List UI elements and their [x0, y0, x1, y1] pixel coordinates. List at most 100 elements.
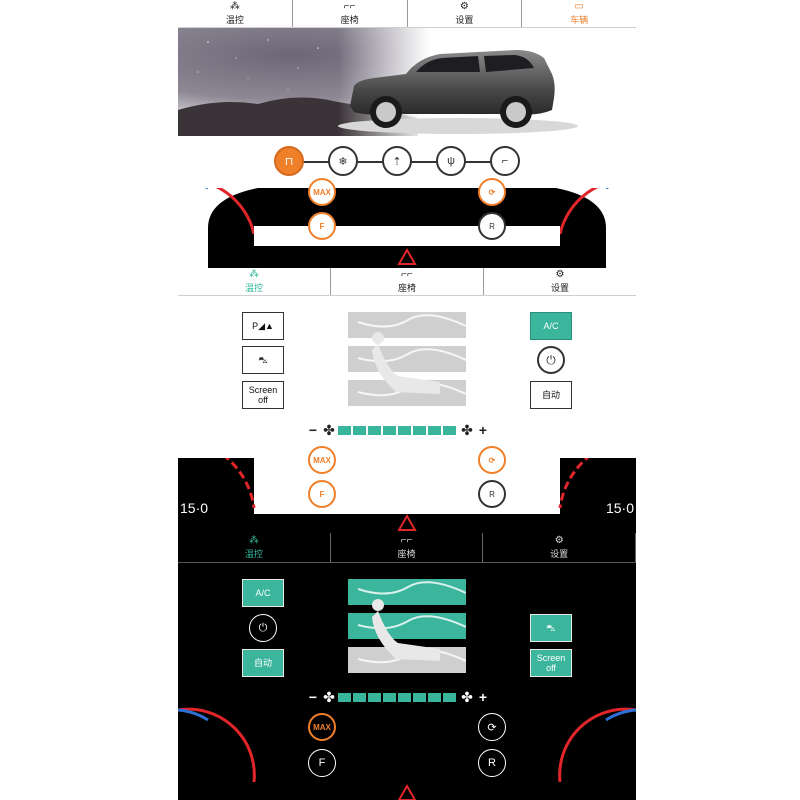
climate-strip [178, 188, 636, 268]
fan-segment[interactable] [398, 692, 411, 702]
fan-segment[interactable] [413, 425, 426, 435]
climate-panel-dark: ⁂ 温控 ⌐⌐ 座椅 ⚙ 设置 A/C ⏻ 自动 ⛍ Screen off [178, 533, 636, 800]
fan-segment[interactable] [353, 425, 366, 435]
fan-segment[interactable] [398, 425, 411, 435]
fan-segment[interactable] [428, 425, 441, 435]
fan-increase-button[interactable]: + [478, 422, 488, 438]
settings-icon: ⚙ [555, 268, 565, 280]
recirculation-button[interactable]: ⟳ [478, 178, 506, 206]
rear-defrost-button[interactable]: R [478, 749, 506, 777]
climate-icon: ⁂ [249, 268, 259, 280]
fan-low-icon: ✤ [323, 688, 335, 705]
screen-off-button[interactable]: Screen off [242, 381, 284, 409]
rear-defrost-button[interactable]: R [478, 480, 506, 508]
fan-segment[interactable] [338, 425, 351, 435]
vehicle-button[interactable]: ⛍ [242, 346, 284, 374]
fan-segment[interactable] [338, 692, 351, 702]
parking-sensor-icon: ◢▲ [258, 321, 274, 331]
tab-climate[interactable]: ⁂ 温控 [178, 533, 331, 562]
fan-speed-control: − ✤ ✤ + [306, 421, 516, 439]
fan-decrease-button[interactable]: − [308, 689, 318, 705]
seat-icon: ⌐⌐ [400, 534, 413, 546]
power-icon: ⏻ [546, 352, 556, 367]
tab-seat[interactable]: ⌐⌐ 座椅 [331, 533, 484, 562]
fan-segment[interactable] [353, 692, 366, 702]
fan-decrease-button[interactable]: − [308, 422, 318, 438]
seat-heat-cool-icon[interactable]: ❄ [328, 146, 358, 176]
auto-button[interactable]: 自动 [530, 381, 572, 409]
max-label: MAX [313, 187, 331, 197]
rear-defrost-label: R [489, 221, 495, 231]
screen-off-button[interactable]: Screen off [530, 649, 572, 677]
recirculation-button[interactable]: ⟳ [478, 713, 506, 741]
screen-off-label: Screen off [536, 653, 566, 673]
front-defrost-label: F [318, 757, 326, 769]
tab-vehicle[interactable]: ▭ 车辆 [522, 0, 636, 27]
car-icon: ⛍ [546, 623, 556, 633]
tab-settings[interactable]: ⚙ 设置 [408, 0, 523, 27]
seat-raise-icon[interactable]: ⇡ [382, 146, 412, 176]
max-defrost-button[interactable]: MAX [308, 446, 336, 474]
car-icon: ⛍ [258, 355, 268, 365]
temperature-right[interactable]: 15·0 [605, 500, 634, 516]
recirculation-button[interactable]: ⟳ [478, 446, 506, 474]
max-defrost-button[interactable]: MAX [308, 178, 336, 206]
tab-label: 设置 [550, 282, 569, 293]
tab-label: 座椅 [340, 14, 359, 25]
fan-segment[interactable] [428, 692, 441, 702]
fan-segment[interactable] [413, 692, 426, 702]
max-defrost-button[interactable]: MAX [308, 713, 336, 741]
seat-upright-icon[interactable]: ⊓ [274, 146, 304, 176]
fan-segment[interactable] [443, 692, 456, 702]
seated-person-icon [357, 581, 466, 664]
front-defrost-button[interactable]: F [308, 749, 336, 777]
tab-settings[interactable]: ⚙ 设置 [484, 268, 636, 295]
fan-segment[interactable] [443, 425, 456, 435]
tab-label: 座椅 [397, 548, 416, 559]
climate-icon: ⁂ [229, 0, 240, 12]
recirculation-icon: ⟳ [488, 455, 496, 465]
fan-segment[interactable] [368, 425, 381, 435]
seat-flat-icon[interactable]: ⌐ [490, 146, 520, 176]
seat-mode-selector: ⊓ ❄ ⇡ ψ ⌐ [274, 146, 524, 176]
front-defrost-label: F [319, 489, 325, 499]
fan-segment[interactable] [383, 425, 396, 435]
fan-low-icon: ✤ [323, 421, 335, 438]
airflow-middle-button[interactable] [348, 346, 466, 372]
rear-defrost-button[interactable]: R [478, 212, 506, 240]
tab-climate[interactable]: ⁂ 温控 [178, 268, 331, 295]
tab-label: 温控 [225, 14, 244, 25]
ac-button[interactable]: A/C [530, 312, 572, 340]
vehicle-button[interactable]: ⛍ [530, 614, 572, 642]
vehicle-panel: ⁂ 温控 ⌐⌐ 座椅 ⚙ 设置 ▭ 车辆 [178, 0, 636, 268]
auto-button[interactable]: 自动 [242, 649, 284, 677]
temperature-left[interactable]: 15·0 [180, 500, 209, 516]
tab-label: 温控 [244, 282, 263, 293]
fan-segment[interactable] [368, 692, 381, 702]
tab-bar: ⁂ 温控 ⌐⌐ 座椅 ⚙ 设置 [178, 268, 636, 296]
power-button[interactable]: ⏻ [249, 614, 277, 642]
tab-label: 车辆 [570, 14, 589, 25]
front-defrost-button[interactable]: F [308, 480, 336, 508]
ac-button[interactable]: A/C [242, 579, 284, 607]
seat-recline-icon[interactable]: ψ [436, 146, 466, 176]
parking-sensor-button[interactable]: P ◢▲ [242, 312, 284, 340]
parking-label: P [252, 321, 259, 331]
fan-high-icon: ✤ [461, 688, 473, 705]
fan-speed-control: − ✤ ✤ + [306, 688, 516, 706]
front-defrost-button[interactable]: F [308, 212, 336, 240]
tab-settings[interactable]: ⚙ 设置 [483, 533, 636, 562]
climate-icon: ⁂ [248, 534, 259, 546]
airflow-middle-button[interactable] [348, 613, 466, 639]
fan-increase-button[interactable]: + [478, 689, 488, 705]
tab-seat[interactable]: ⌐⌐ 座椅 [331, 268, 484, 295]
rear-defrost-label: R [488, 757, 496, 769]
tab-label: 设置 [455, 14, 474, 25]
recirculation-icon: ⟳ [488, 187, 496, 197]
auto-label: 自动 [253, 658, 272, 668]
power-button[interactable]: ⏻ [537, 346, 565, 374]
tab-seat[interactable]: ⌐⌐ 座椅 [293, 0, 408, 27]
tab-climate[interactable]: ⁂ 温控 [178, 0, 293, 27]
fan-segment[interactable] [383, 692, 396, 702]
